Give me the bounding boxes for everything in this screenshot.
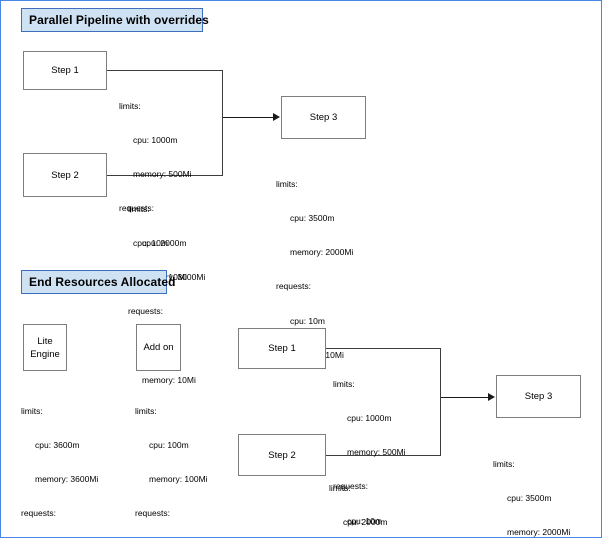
- node-label: Step 1: [51, 65, 79, 76]
- requests-label: requests:: [119, 203, 154, 214]
- node-top-step-1[interactable]: Step 1: [23, 51, 107, 90]
- connector-top-step1-horizontal: [107, 70, 223, 71]
- resources-top-step-2: limits: cpu: 2000m memory: 3000Mi reques…: [128, 181, 205, 409]
- requests-cpu: cpu: 10m: [347, 515, 382, 526]
- requests-label: requests:: [21, 508, 56, 519]
- connector-top-vertical-junction: [222, 70, 223, 176]
- limits-cpu: cpu: 1000m: [347, 413, 392, 424]
- requests-label: requests:: [333, 481, 368, 492]
- resources-lite-engine: limits: cpu: 3600m memory: 3600Mi reques…: [21, 383, 99, 537]
- node-label-line2: Engine: [30, 348, 60, 360]
- node-add-on[interactable]: Add on: [136, 324, 181, 371]
- resources-bottom-step-1: limits: cpu: 1000m memory: 500Mi request…: [333, 356, 406, 537]
- limits-cpu: cpu: 3600m: [35, 440, 80, 451]
- node-top-step-3[interactable]: Step 3: [281, 96, 366, 139]
- limits-cpu: cpu: 3500m: [290, 213, 335, 224]
- limits-memory: memory: 500Mi: [347, 447, 406, 458]
- banner-label: Parallel Pipeline with overrides: [29, 13, 209, 27]
- connector-top-step2-horizontal: [107, 175, 223, 176]
- node-label: Step 2: [268, 449, 296, 461]
- node-label-line1: Lite: [37, 335, 53, 347]
- requests-memory: memory: 10Mi: [142, 374, 196, 385]
- limits-label: limits:: [493, 458, 515, 469]
- node-label: Step 2: [51, 169, 79, 181]
- node-label: Step 3: [524, 391, 553, 402]
- limits-memory: memory: 100Mi: [149, 474, 208, 485]
- limits-label: limits:: [333, 378, 355, 389]
- section-banner-parallel-pipeline: Parallel Pipeline with overrides: [21, 8, 209, 32]
- node-bottom-step-3[interactable]: Step 3: [496, 375, 581, 418]
- node-bottom-step-2[interactable]: Step 2: [238, 434, 326, 476]
- node-top-step-2[interactable]: Step 2: [23, 153, 107, 197]
- connector-bottom-step2-horizontal: [326, 455, 441, 456]
- limits-label: limits:: [276, 178, 298, 189]
- limits-memory: memory: 2000Mi: [290, 247, 354, 258]
- connector-bottom-arrow-head: [488, 393, 495, 401]
- limits-label: limits:: [119, 100, 141, 111]
- node-lite-engine[interactable]: Lite Engine: [23, 324, 67, 371]
- node-label: Step 1: [268, 343, 296, 354]
- requests-label: requests:: [276, 281, 311, 292]
- banner-label: End Resources Allocated: [29, 275, 176, 289]
- limits-label: limits:: [21, 405, 43, 416]
- limits-cpu: cpu: 100m: [149, 440, 189, 451]
- node-label: Step 3: [309, 112, 338, 123]
- connector-bottom-vertical-junction: [440, 348, 441, 456]
- limits-cpu: cpu: 2000m: [343, 517, 388, 528]
- limits-cpu: cpu: 2000m: [142, 238, 187, 249]
- requests-label: requests:: [135, 508, 170, 519]
- limits-label: limits:: [329, 482, 351, 493]
- resources-bottom-step-2: limits: cpu: 2000m memory: 3000Mi reques…: [329, 460, 406, 537]
- connector-top-arrow-line: [223, 117, 274, 119]
- resources-bottom-step-3: limits: cpu: 3500m memory: 2000Mi reques…: [493, 436, 571, 538]
- limits-label: limits:: [135, 405, 157, 416]
- limits-cpu: cpu: 1000m: [133, 135, 178, 146]
- limits-memory: memory: 2000Mi: [507, 527, 571, 538]
- section-banner-end-resources: End Resources Allocated: [21, 270, 175, 294]
- node-bottom-step-1[interactable]: Step 1: [238, 328, 326, 369]
- requests-label: requests:: [128, 306, 163, 317]
- resources-add-on: limits: cpu: 100m memory: 100Mi requests…: [135, 383, 208, 537]
- connector-bottom-arrow-line: [441, 397, 489, 399]
- connector-bottom-step1-horizontal: [326, 348, 441, 349]
- limits-label: limits:: [128, 203, 150, 214]
- limits-cpu: cpu: 3500m: [507, 493, 552, 504]
- limits-memory: memory: 3600Mi: [35, 474, 99, 485]
- requests-cpu: cpu: 10m: [133, 237, 168, 248]
- node-label: Add on: [143, 342, 174, 353]
- requests-cpu: cpu: 10m: [290, 315, 325, 326]
- connector-top-arrow-head: [273, 113, 280, 121]
- limits-memory: memory: 500Mi: [133, 169, 192, 180]
